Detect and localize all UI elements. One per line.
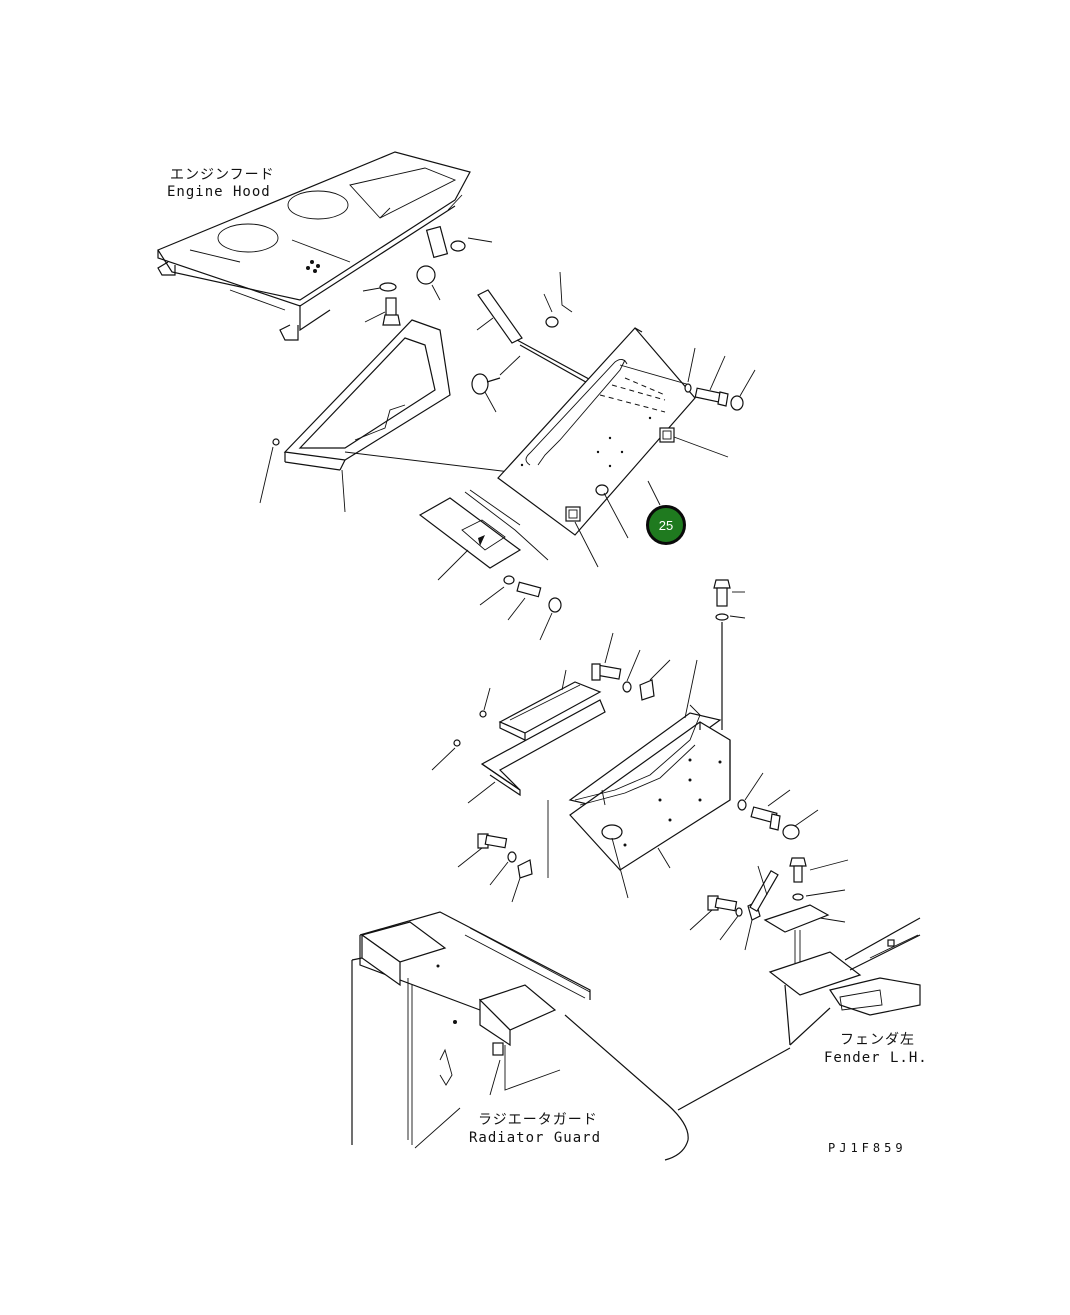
fender-label-en: Fender L.H. (824, 1050, 928, 1066)
bolt-column (713, 579, 746, 730)
radiator-guard-label-en: Radiator Guard (469, 1130, 602, 1146)
radiator-guard-label-jp: ラジエータガード (478, 1112, 598, 1128)
lower-panel-assembly (431, 659, 731, 899)
engine-hood-label-jp: エンジンフード (170, 167, 275, 183)
bolt-set-upper (684, 347, 756, 411)
radiator-guard-part (351, 911, 689, 1161)
bolt-set-right (737, 772, 819, 840)
fender-label-jp: フェンダ左 (840, 1032, 915, 1048)
stay-rod (476, 271, 601, 391)
engine-hood-part (157, 151, 471, 341)
cover-plate-25 (497, 327, 729, 568)
drawing-code: PJ1F859 (828, 1141, 907, 1155)
knob (471, 355, 521, 413)
hinge-parts (362, 194, 493, 326)
fender-part (677, 917, 921, 1111)
bolt-set-lower-left (457, 833, 533, 903)
engine-hood-label-en: Engine Hood (167, 184, 271, 200)
frame-bracket (259, 319, 511, 513)
triangle-bracket (418, 489, 562, 641)
callout-25-button[interactable]: 25 (646, 505, 686, 545)
long-bar (479, 669, 602, 741)
fender-bolt-set (689, 857, 849, 965)
bolt-set-middle (591, 632, 671, 701)
